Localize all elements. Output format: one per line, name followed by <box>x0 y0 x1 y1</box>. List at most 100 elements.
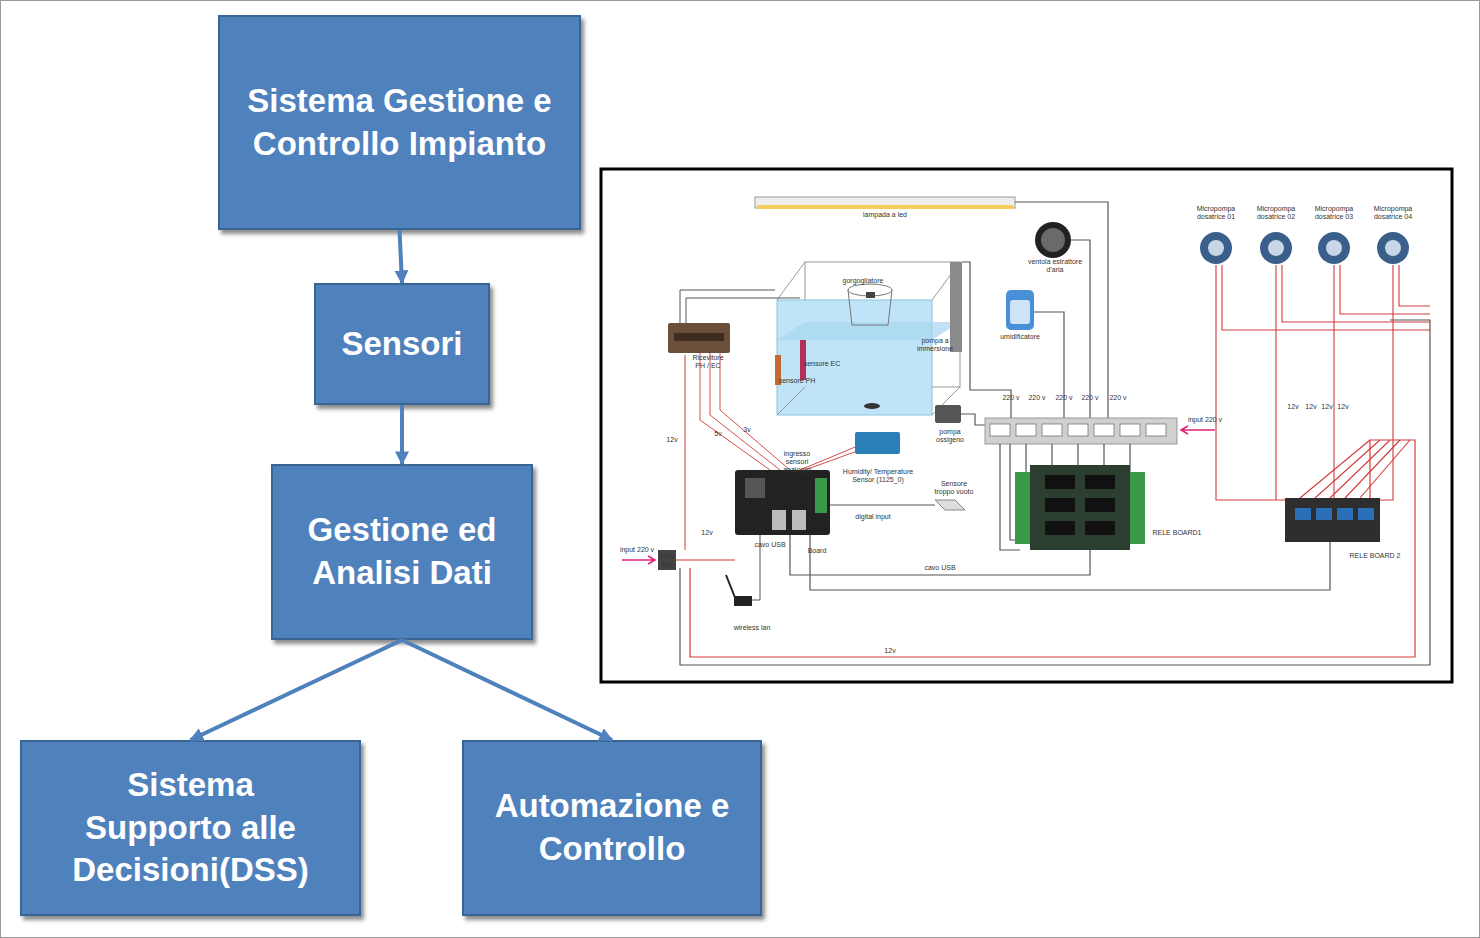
relay <box>1085 498 1115 512</box>
bubbler-stone <box>866 292 875 298</box>
socket <box>1120 424 1140 436</box>
humidifier-tank <box>1010 300 1030 324</box>
part-label: 220 v <box>1081 394 1098 402</box>
relay-board <box>1285 498 1380 542</box>
part-label: umidificatore <box>1000 333 1040 341</box>
part-label: Ricevitore PH / EC <box>687 354 729 370</box>
relay <box>1045 498 1075 512</box>
part-label: Humidity/ Temperature Sensor (1125_0) <box>842 468 914 484</box>
part-label: 220v 12v <box>658 553 676 569</box>
socket <box>1094 424 1114 436</box>
relay <box>1316 508 1332 520</box>
sensor-wire <box>680 290 800 323</box>
part-label: 220 v <box>1028 394 1045 402</box>
input-arrow <box>1181 426 1215 434</box>
fan-body <box>1035 222 1071 258</box>
part-label: RELE BOARD1 <box>1152 529 1201 537</box>
part-label: pompa ossigeno <box>930 428 970 444</box>
micropump-head <box>1208 240 1224 256</box>
box-text: Sistema Supporto alle Decisioni(DSS) <box>52 764 329 893</box>
pump-wire <box>1216 265 1430 500</box>
box-text: Automazione e Controllo <box>484 785 740 871</box>
receiver-terminal <box>674 333 724 341</box>
power-strip <box>985 418 1177 444</box>
relay <box>1358 508 1374 520</box>
part-label: Micropompa dosatrice 04 <box>1369 205 1417 221</box>
part-label: 12v <box>1337 403 1348 411</box>
part-label: pompa a immersione <box>914 337 956 353</box>
box-text: Sistema Gestione e Controllo Impianto <box>240 80 559 166</box>
part-label: 12v <box>884 647 895 655</box>
supply-wire <box>685 355 686 550</box>
part-label: RELE BOARD 2 <box>1350 552 1401 560</box>
part-label: digital input <box>855 513 890 521</box>
part-label: 220 v <box>1055 394 1072 402</box>
bubbler <box>848 290 892 325</box>
usb-port <box>772 510 786 530</box>
socket <box>990 424 1010 436</box>
fan-blades <box>1041 228 1065 252</box>
part-label: 220 v <box>1002 394 1019 402</box>
part-label: input 220 v <box>620 546 654 554</box>
micropump <box>1200 232 1232 264</box>
signal-wire <box>700 353 790 470</box>
part-label: 12v <box>1305 403 1316 411</box>
relay <box>1337 508 1353 520</box>
supply-wire <box>690 440 1415 657</box>
power-adapter <box>658 550 676 570</box>
process-box: Sistema Supporto alle Decisioni(DSS) <box>20 740 361 916</box>
relay <box>1295 508 1311 520</box>
micropump-head <box>1385 240 1401 256</box>
board-chip <box>745 478 765 498</box>
ph-ec-receiver <box>668 323 730 353</box>
led-lamp <box>755 197 1015 208</box>
air-stone <box>864 403 880 409</box>
part-label: cavo USB <box>924 564 955 572</box>
socket <box>1068 424 1088 436</box>
socket <box>1016 424 1036 436</box>
immersion-pump <box>950 262 962 352</box>
power-wire <box>1071 240 1090 420</box>
process-box: Gestione ed Analisi Dati <box>271 464 533 640</box>
box-text: Gestione ed Analisi Dati <box>293 509 511 595</box>
power-wire <box>1034 312 1064 420</box>
relay <box>1045 521 1075 535</box>
micropump <box>1260 232 1292 264</box>
supply-wire <box>676 559 735 560</box>
process-box: Automazione e Controllo <box>462 740 762 916</box>
part-label: 12v <box>1287 403 1298 411</box>
usb-port <box>792 510 806 530</box>
micropump <box>1318 232 1350 264</box>
flow-arrow <box>400 230 403 283</box>
signal-wire <box>830 505 935 506</box>
micropump <box>1377 232 1409 264</box>
micropump-head <box>1326 240 1342 256</box>
micropump-head <box>1268 240 1284 256</box>
control-board <box>735 470 830 535</box>
part-label: ingresso sensori analogici <box>772 450 822 474</box>
humidifier <box>1006 290 1034 330</box>
wifi-dongle <box>734 596 752 606</box>
part-label: 12v <box>1321 403 1332 411</box>
tank-edge <box>777 262 960 415</box>
terminal-block <box>815 478 827 513</box>
flow-arrow <box>400 405 404 464</box>
led-strip <box>757 205 1013 209</box>
part-label: lampada a led <box>863 211 907 219</box>
part-label: sensore PH <box>779 377 816 385</box>
illustration-frame <box>601 169 1452 682</box>
flow-arrow <box>191 640 403 740</box>
part-label: input 220 v <box>1188 416 1222 424</box>
pump-wire <box>1300 440 1410 498</box>
socket <box>1146 424 1166 436</box>
relay <box>1085 475 1115 489</box>
part-label: 220 v <box>1109 394 1126 402</box>
relay-board <box>1030 465 1130 550</box>
part-label: 5v <box>714 430 721 438</box>
box-text: Sensori <box>341 323 462 366</box>
part-label: Micropompa dosatrice 01 <box>1192 205 1240 221</box>
part-label: wireless lan <box>734 624 771 632</box>
